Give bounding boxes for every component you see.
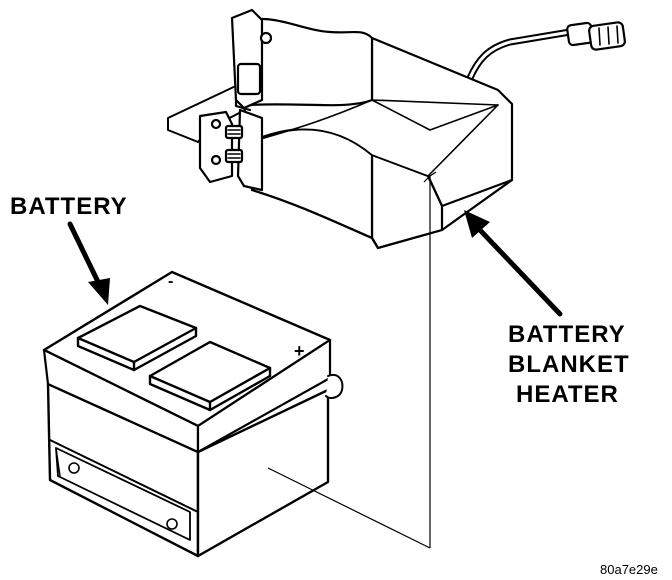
battery-positive-terminal-mark: + (294, 341, 305, 361)
heater-label-line3: HEATER (516, 381, 619, 408)
figure-id: 80a7e29e (600, 562, 658, 577)
battery-blanket-heater (167, 8, 626, 250)
battery-front-recess (55, 447, 191, 541)
heater-label-line2: BLANKET (508, 351, 630, 378)
heater-power-cord (466, 21, 626, 82)
heater-strap-clamp (198, 8, 273, 192)
heater-callout-arrow (464, 210, 563, 317)
battery-label: BATTERY (10, 193, 128, 220)
battery (42, 270, 344, 558)
heater-left-wall (242, 17, 374, 107)
installation-guide-line (267, 171, 437, 549)
heater-label-line1: BATTERY (508, 321, 626, 348)
battery-callout-arrow (67, 221, 110, 305)
heater-front-wall (248, 128, 374, 240)
battery-negative-terminal-mark: - (168, 273, 173, 290)
